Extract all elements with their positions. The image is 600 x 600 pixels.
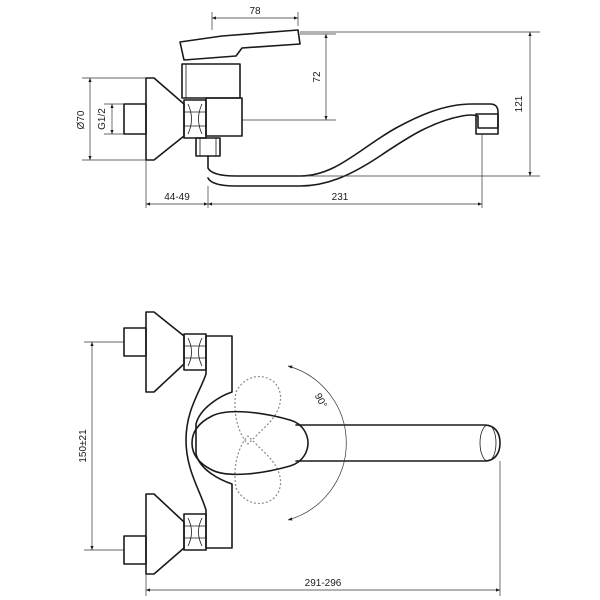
front-upper-hex-nut [183, 333, 207, 371]
front-view: 90° 150±21 291-296 [78, 311, 501, 596]
side-mixer-body [205, 97, 243, 137]
ghost-lever-lower [234, 435, 282, 505]
side-aerator [475, 113, 499, 135]
front-lower-hex-nut [183, 513, 207, 551]
front-upper-escutcheon [145, 311, 185, 393]
side-spout [207, 103, 499, 187]
ghost-lever-upper [234, 375, 282, 445]
dim-center-distance: 150±21 [78, 429, 89, 463]
side-lever-handle [179, 29, 301, 61]
front-lower-connector [123, 535, 147, 565]
dim-total-width: 291-296 [305, 578, 342, 589]
side-hex-nut [183, 99, 207, 139]
dim-wall-offset: 44-49 [164, 192, 190, 203]
front-mixer-body [185, 335, 233, 549]
dim-lever-height: 72 [312, 71, 323, 83]
dim-total-height: 121 [514, 95, 525, 112]
front-spout [295, 424, 501, 462]
side-connector-stub [123, 103, 147, 135]
dim-flange-diameter: Ø70 [76, 110, 87, 129]
front-lever-handle [191, 410, 309, 476]
dim-lever-length: 78 [249, 6, 261, 17]
swivel-angle-arc [287, 365, 347, 521]
side-view: 78 72 121 Ø70 G1/2 44-49 231 [76, 6, 540, 208]
dim-swivel-angle: 90° [312, 392, 329, 411]
dim-spout-reach: 231 [332, 192, 349, 203]
front-upper-connector [123, 327, 147, 357]
dim-thread-size: G1/2 [97, 108, 108, 130]
side-escutcheon-flange [145, 77, 185, 161]
side-cartridge-housing [181, 63, 241, 99]
front-lower-escutcheon [145, 493, 185, 575]
